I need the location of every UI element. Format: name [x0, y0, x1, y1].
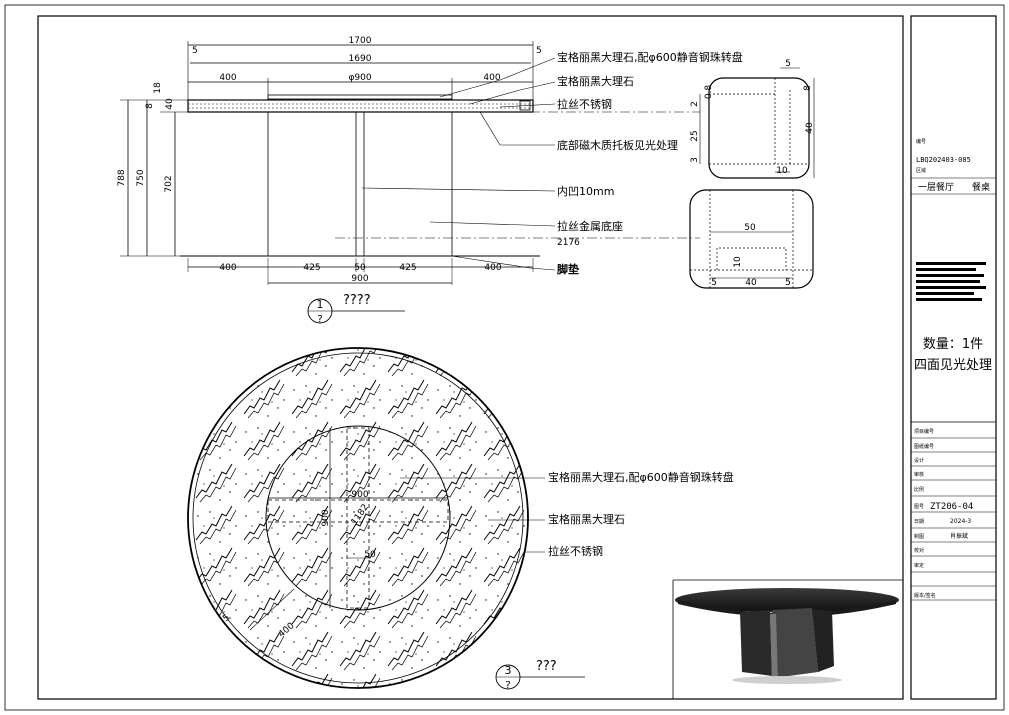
section-label-1: 1 ? ????	[307, 293, 405, 325]
detail2-dim-5b: 5	[785, 278, 791, 288]
tb-project-code: LBQ202403-085	[916, 156, 971, 164]
plan-callout-steel: 拉丝不锈钢	[548, 544, 603, 558]
dim-seg-right: 400	[483, 73, 500, 83]
dim-edge-left: 5	[192, 46, 198, 56]
callout-marble-turntable: 宝格丽黑大理石,配φ600静音钢珠转盘	[557, 50, 743, 64]
detail2-dim-50: 50	[744, 223, 756, 233]
dim-2176: 2176	[557, 238, 580, 248]
section-label-3-title: ???	[536, 659, 557, 674]
callout-brushed-steel: 拉丝不锈钢	[557, 97, 612, 111]
drawing-frame	[37, 15, 904, 700]
section-label-3-num: 3	[505, 664, 512, 677]
detail1-dim-10: 10	[776, 166, 788, 176]
tb-designer: 肖振斌	[950, 532, 968, 540]
detail1-dim-0-8: 0.8	[704, 85, 714, 100]
metal-base-elevation	[267, 111, 453, 257]
tb-row-date: 日期	[914, 519, 924, 525]
dim-overall-width: 1700	[349, 36, 372, 46]
callout-metal-base: 拉丝金属底座	[557, 219, 623, 233]
detail1-dim-5: 5	[785, 59, 791, 69]
section-label-1-title: ????	[343, 293, 371, 308]
dim-40: 40	[165, 98, 175, 110]
plan-callout-marble-turntable: 宝格丽黑大理石,配φ600静音钢珠转盘	[548, 470, 734, 484]
section-label-1-num: 1	[317, 298, 324, 311]
dim-base-width: 900	[351, 274, 368, 284]
plan-callout-marble: 宝格丽黑大理石	[548, 512, 625, 526]
dim-diameter: φ900	[348, 73, 371, 83]
dim-edge-right: 5	[536, 46, 542, 56]
detail2-dim-10: 10	[733, 256, 743, 268]
render-table-top	[675, 588, 899, 612]
plan-dim-5: 5	[221, 613, 232, 624]
section-label-3: 3 ? ???	[495, 659, 585, 691]
dim-18: 18	[153, 82, 163, 94]
dim-8: 8	[145, 103, 155, 109]
tb-note: 四面见光处理	[914, 358, 992, 373]
tb-row-version: 版本/签名	[914, 592, 936, 599]
detail1-dim-40: 40	[805, 122, 815, 134]
dim-bottom-3: 50	[354, 263, 366, 273]
detail2-dim-40: 40	[745, 278, 757, 288]
tb-location-label: 区域	[916, 167, 926, 174]
dim-inner-width: 1690	[349, 54, 372, 64]
tb-row-approve: 审定	[914, 562, 924, 569]
dim-base-height: 702	[164, 175, 174, 192]
dim-bottom-4: 425	[399, 263, 416, 273]
detail2-dim-5a: 5	[711, 278, 717, 288]
base-section-detail: 50 10 5 40 5	[689, 189, 814, 289]
turntable-plan	[265, 425, 451, 611]
dim-total-height: 788	[117, 169, 127, 186]
title-block: 编号 LBQ202403-085 区域 一层餐厅 餐桌 数量：1件 四面见光处理…	[911, 138, 996, 601]
table-top-plan	[187, 347, 529, 689]
plan-dim-900-h: 900	[351, 490, 368, 500]
dim-bottom-1: 400	[219, 263, 236, 273]
tb-row-sheet: 图号	[914, 504, 924, 510]
dim-seg-left: 400	[219, 73, 236, 83]
tb-row-drawing-no: 图纸编号	[914, 443, 934, 450]
plan-view: 900 900 1182 50 5 400 宝格丽黑大理石,配φ600静音钢珠转…	[187, 347, 734, 689]
tb-date: 2024-3	[950, 518, 971, 525]
detail1-dim-2: 2	[690, 101, 700, 107]
tb-quantity: 数量：1件	[923, 337, 983, 352]
dim-bottom-2: 425	[303, 263, 320, 273]
tb-row-design: 设计	[914, 457, 924, 464]
section-label-3-sub: ?	[505, 680, 510, 691]
tb-row-project-no: 项目编号	[914, 428, 934, 435]
callout-foot-pad: 脚垫	[557, 262, 579, 276]
dim-height-750: 750	[136, 169, 146, 186]
callout-recess: 内凹10mm	[557, 184, 614, 198]
outer-border	[4, 4, 1005, 711]
table-top-elevation	[187, 99, 534, 113]
detail1-dim-3: 3	[690, 157, 700, 163]
product-render	[672, 579, 903, 699]
callout-wood-tray: 底部磁木质托板见光处理	[557, 138, 678, 152]
dim-bottom-5: 400	[484, 263, 501, 273]
elevation-view: 1700 5 5 1690 400 φ900 400 788 750 702	[117, 36, 743, 285]
detail1-dim-8: 8	[803, 85, 813, 91]
plan-dim-900-v: 900	[321, 509, 331, 526]
tb-row-check: 校对	[914, 547, 924, 554]
title-block-frame	[910, 15, 997, 700]
tb-code-label: 编号	[916, 138, 926, 145]
tb-location: 一层餐厅	[918, 181, 954, 193]
tb-row-scale: 比例	[914, 486, 924, 493]
edge-detail: 5 8 0.8 40 2 25 3 10	[690, 59, 815, 179]
callout-marble: 宝格丽黑大理石	[557, 74, 634, 88]
tb-drawing-number: ZT206-04	[930, 502, 973, 512]
detail1-dim-25: 25	[690, 130, 700, 141]
plan-dim-50: 50	[364, 550, 376, 560]
tb-row-review: 审核	[914, 471, 924, 478]
tb-row-drafter: 制图	[914, 533, 924, 540]
tb-item: 餐桌	[972, 181, 990, 193]
section-label-1-sub: ?	[317, 314, 322, 325]
